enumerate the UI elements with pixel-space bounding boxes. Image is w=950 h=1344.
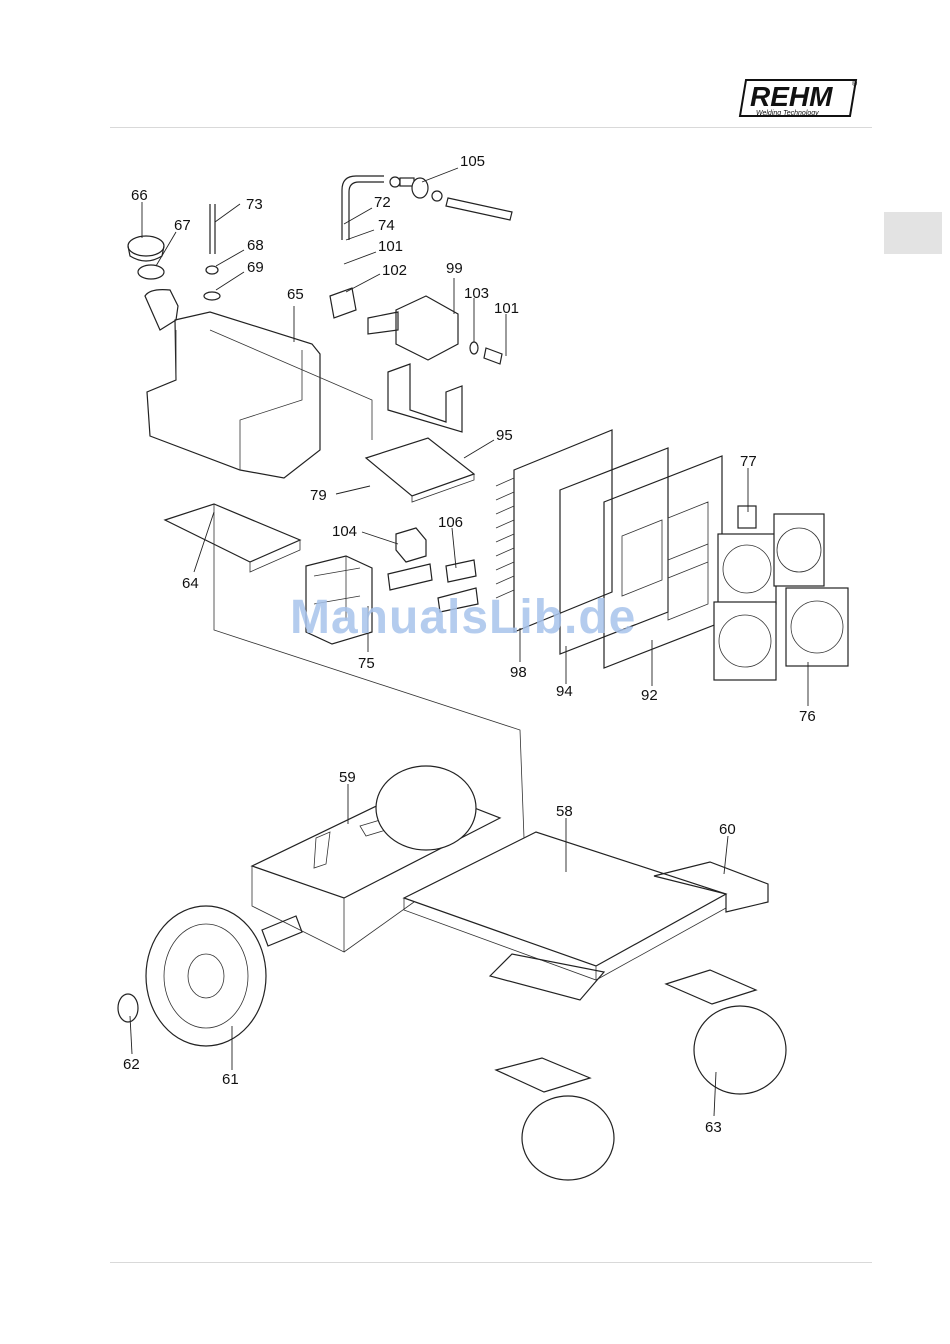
tube-part — [446, 198, 512, 220]
callout-69: 69 — [247, 259, 264, 276]
stud-73-part — [210, 204, 215, 254]
washer-68-part — [206, 266, 218, 274]
chassis-59-edges — [252, 866, 414, 952]
handle-60-part — [654, 862, 768, 912]
callout-103: 103 — [464, 285, 489, 302]
valve-102-part — [330, 288, 356, 318]
oring-103-part — [470, 342, 478, 354]
callout-73: 73 — [246, 196, 263, 213]
tank-neck — [145, 290, 178, 330]
callout-77: 77 — [740, 453, 757, 470]
base-58-part — [404, 832, 726, 966]
relay-106-part — [446, 560, 476, 582]
caster-63a-plate — [496, 1058, 590, 1092]
callout-74: 74 — [378, 217, 395, 234]
callout-76: 76 — [799, 708, 816, 725]
caster-63b-plate — [666, 970, 756, 1004]
plate-95-edge — [412, 474, 474, 502]
cap-66-part — [128, 236, 164, 256]
callout-104: 104 — [332, 523, 357, 540]
pump-shaft — [368, 312, 398, 334]
rear-wheel-part — [376, 766, 476, 850]
connector-77-part — [738, 506, 756, 528]
clamp-part — [432, 191, 442, 201]
tank-edges — [176, 330, 302, 470]
callout-60: 60 — [719, 821, 736, 838]
callout-72: 72 — [374, 194, 391, 211]
callout-62: 62 — [123, 1056, 140, 1073]
callout-102: 102 — [382, 262, 407, 279]
fan-76a-part — [718, 534, 776, 604]
callout-66: 66 — [131, 187, 148, 204]
ring-67-part — [138, 265, 164, 279]
caster-63a-wheel — [522, 1096, 614, 1180]
callout-75: 75 — [358, 655, 375, 672]
base-58-edges — [404, 894, 726, 980]
callout-101-top: 101 — [378, 238, 403, 255]
bracket-part — [388, 364, 462, 432]
fan-76d-part — [786, 588, 848, 666]
callout-92: 92 — [641, 687, 658, 704]
callout-59: 59 — [339, 769, 356, 786]
callout-61: 61 — [222, 1071, 239, 1088]
fan-76c-part — [714, 602, 776, 680]
callout-98: 98 — [510, 664, 527, 681]
callout-79: 79 — [310, 487, 327, 504]
callout-95: 95 — [496, 427, 513, 444]
axle-part — [262, 916, 302, 946]
plate-95-part — [366, 438, 474, 496]
bracket-104-part — [388, 564, 432, 590]
radiator-fins — [496, 478, 514, 598]
plate-64-edge — [250, 540, 300, 572]
callout-99: 99 — [446, 260, 463, 277]
washer-69-part — [204, 292, 220, 300]
callout-58: 58 — [556, 803, 573, 820]
assembly-guide-line-2 — [210, 330, 372, 440]
plate-64-part — [165, 504, 300, 562]
callout-101-right: 101 — [494, 300, 519, 317]
fan-76b-part — [774, 514, 824, 586]
callout-106: 106 — [438, 514, 463, 531]
callout-68: 68 — [247, 237, 264, 254]
callout-65: 65 — [287, 286, 304, 303]
watermark: ManualsLib.de — [290, 590, 636, 645]
callout-94: 94 — [556, 683, 573, 700]
fitting-101b-part — [484, 348, 502, 364]
pump-99-part — [396, 296, 458, 360]
hubcap-62-part — [118, 994, 138, 1022]
capacitor-104-part — [396, 528, 426, 562]
hose-clamp-part — [390, 177, 400, 187]
callout-105: 105 — [460, 153, 485, 170]
caster-63b-wheel — [694, 1006, 786, 1094]
callout-64: 64 — [182, 575, 199, 592]
callout-63: 63 — [705, 1119, 722, 1136]
callout-67: 67 — [174, 217, 191, 234]
